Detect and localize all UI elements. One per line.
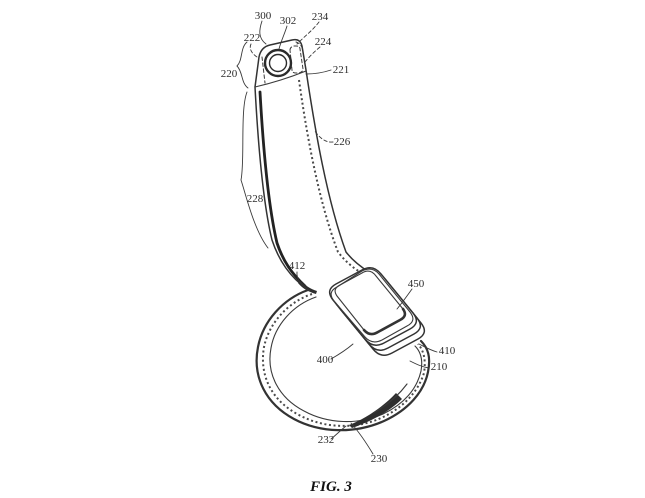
watch-display-bottom-edge (362, 307, 407, 336)
watch-bezel-outline (330, 268, 414, 343)
ref-label-226: 226 (334, 136, 351, 148)
camera-housing (261, 41, 304, 84)
strap-outline (254, 38, 370, 291)
ref-label-232: 232 (318, 434, 335, 446)
leader-400 (330, 343, 354, 360)
leader-450 (396, 288, 413, 310)
leader-224 (304, 46, 321, 63)
leader-410 (418, 343, 438, 353)
leader-412 (296, 271, 311, 292)
ref-label-400: 400 (317, 354, 334, 366)
leader-300 (259, 20, 267, 45)
leader-234 (296, 21, 320, 45)
ref-label-450: 450 (408, 278, 425, 290)
strap-fill (255, 39, 369, 290)
strap-loop-junction (298, 281, 317, 294)
ref-label-234: 234 (312, 11, 329, 23)
ref-label-410: 410 (439, 345, 456, 357)
leader-230 (350, 422, 374, 455)
strap-left-fold-edge (258, 90, 307, 288)
watch-band-strap (254, 38, 370, 294)
leader-221 (305, 69, 332, 75)
leader-222 (249, 43, 258, 58)
band-tail-wedge (349, 393, 402, 428)
watch-body (328, 267, 426, 356)
leader-232 (330, 425, 347, 440)
camera-module-hidden-outline (289, 45, 304, 74)
ref-label-220: 220 (221, 68, 238, 80)
leader-210 (409, 360, 430, 369)
housing-seam-line (254, 70, 307, 88)
bracket-228 (240, 91, 269, 249)
reference-labels: 300 302 234 222 224 220 221 226 228 412 … (221, 10, 456, 465)
ref-label-222: 222 (244, 32, 261, 44)
ref-label-412: 412 (289, 260, 306, 272)
brackets (236, 41, 269, 249)
leader-302 (278, 25, 288, 50)
ref-label-224: 224 (315, 36, 332, 48)
ref-label-210: 210 (431, 361, 448, 373)
strap-stitch-line (298, 79, 361, 273)
ref-label-221: 221 (333, 64, 350, 76)
camera-lens-icon (263, 48, 293, 78)
leader-lines (249, 20, 438, 455)
loop-outer-edge (255, 288, 431, 432)
bracket-220 (236, 41, 249, 89)
housing-hidden-corner (295, 41, 304, 52)
figure-caption: FIG. 3 (309, 479, 352, 495)
band-loop (255, 288, 431, 432)
loop-inner-edge (269, 296, 423, 423)
ref-label-302: 302 (280, 15, 297, 27)
leader-226 (313, 129, 334, 143)
ref-label-228: 228 (247, 193, 264, 205)
band-tail-edge (372, 383, 408, 414)
ref-label-300: 300 (255, 10, 272, 22)
housing-hidden-edge-left (261, 56, 266, 84)
loop-stitch-line (262, 293, 426, 427)
watch-case-outline (328, 267, 418, 346)
ref-label-230: 230 (371, 453, 388, 465)
